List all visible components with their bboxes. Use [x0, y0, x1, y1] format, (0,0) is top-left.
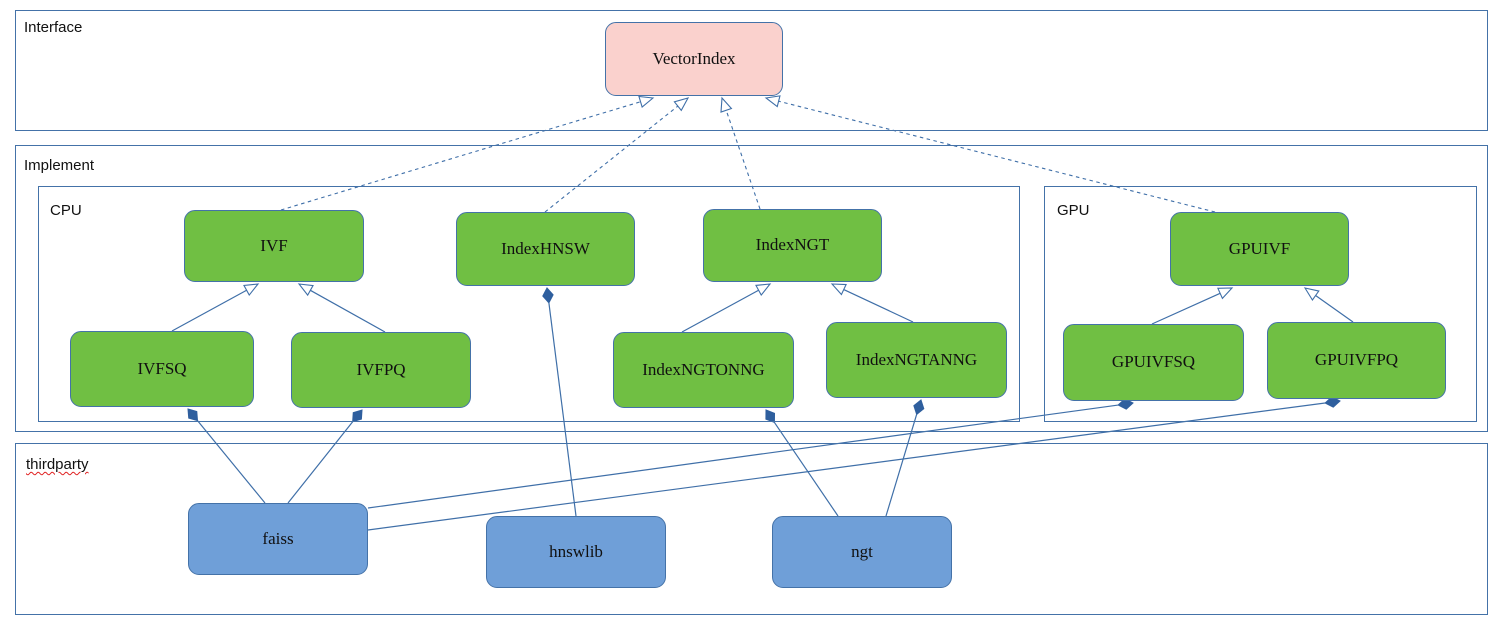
- node-indexhnsw[interactable]: IndexHNSW: [456, 212, 635, 286]
- group-thirdparty: [15, 443, 1488, 615]
- group-interface: [15, 10, 1488, 131]
- node-ivfsq[interactable]: IVFSQ: [70, 331, 254, 407]
- node-ivf[interactable]: IVF: [184, 210, 364, 282]
- node-hnswlib[interactable]: hnswlib: [486, 516, 666, 588]
- group-cpu: [38, 186, 1020, 422]
- group-label-interface: Interface: [24, 19, 83, 36]
- node-faiss[interactable]: faiss: [188, 503, 368, 575]
- node-gpuivfsq[interactable]: GPUIVFSQ: [1063, 324, 1244, 401]
- node-ivfpq[interactable]: IVFPQ: [291, 332, 471, 408]
- node-gpuivf[interactable]: GPUIVF: [1170, 212, 1349, 286]
- node-indexngtanng[interactable]: IndexNGTANNG: [826, 322, 1007, 398]
- node-ngt[interactable]: ngt: [772, 516, 952, 588]
- group-gpu: [1044, 186, 1477, 422]
- group-label-implement: Implement: [24, 157, 95, 174]
- node-vectorindex[interactable]: VectorIndex: [605, 22, 783, 96]
- group-label-thirdparty: thirdparty: [26, 456, 89, 473]
- group-label-gpu: GPU: [1057, 202, 1090, 219]
- group-implement: [15, 145, 1488, 432]
- group-label-cpu: CPU: [50, 202, 82, 219]
- node-indexngt[interactable]: IndexNGT: [703, 209, 882, 282]
- node-gpuivfpq[interactable]: GPUIVFPQ: [1267, 322, 1446, 399]
- node-indexngtonng[interactable]: IndexNGTONNG: [613, 332, 794, 408]
